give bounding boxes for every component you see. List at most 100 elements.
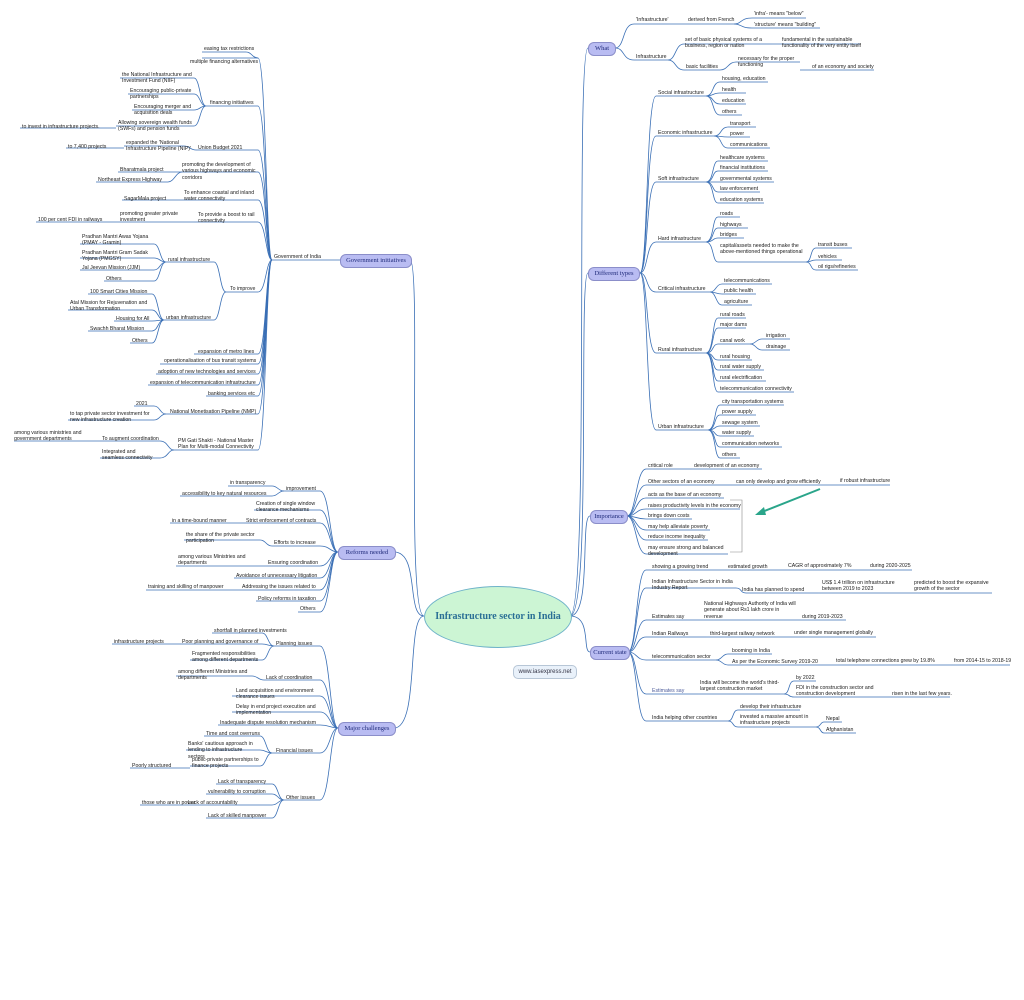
node[interactable]: communications [730, 142, 768, 148]
node[interactable]: basic facilities [686, 64, 719, 70]
hub-reforms-needed[interactable]: Reforms needed [338, 546, 396, 560]
node[interactable]: 2021 [136, 401, 148, 407]
node[interactable]: drainage [766, 344, 787, 350]
node[interactable]: Pradhan Mantri Awas Yojana (PMAY - Grami… [82, 234, 149, 247]
node[interactable]: third-largest railway network [710, 631, 775, 637]
node[interactable]: invested a massive amount in infrastruct… [740, 714, 809, 727]
node[interactable]: sewage system [722, 420, 758, 426]
node[interactable]: during 2020-2025 [870, 563, 911, 569]
node[interactable]: critical role [648, 463, 673, 469]
node[interactable]: the share of the private sector particip… [186, 532, 255, 545]
node[interactable]: may ensure strong and balanced developme… [648, 545, 724, 558]
node[interactable]: promoting greater private investment [120, 211, 178, 224]
node[interactable]: Soft infrastructure [658, 176, 699, 182]
node[interactable]: education [722, 98, 745, 104]
node[interactable]: Housing for All [116, 316, 150, 322]
node[interactable]: predicted to boost the expansive growth … [914, 580, 989, 593]
node[interactable]: development of an economy [694, 463, 760, 469]
node[interactable]: Critical infrastructure [658, 286, 706, 292]
node[interactable]: Poorly structured [132, 763, 172, 769]
node[interactable]: Integrated and seamless connectivity [102, 449, 153, 462]
node[interactable]: among different Ministries and departmen… [178, 669, 248, 682]
node[interactable]: among various Ministries and departments [178, 554, 246, 567]
node[interactable]: in a time-bound manner [172, 518, 227, 524]
node[interactable]: SagarMala project [124, 196, 167, 202]
node[interactable]: 'infra'- means "below" [754, 11, 804, 17]
node[interactable]: Encouraging merger and acquisition deals [134, 104, 192, 117]
node[interactable]: urban infrastructure [166, 315, 211, 321]
node[interactable]: city transportation systems [722, 399, 784, 405]
node[interactable]: capital/assets needed to make the above-… [720, 243, 803, 256]
node[interactable]: those who are in power [142, 800, 196, 806]
node[interactable]: public-private partnerships to finance p… [192, 757, 259, 770]
node[interactable]: 100 per cent FDI in railways [38, 217, 103, 223]
node[interactable]: To enhance coastal and inland water conn… [184, 190, 255, 203]
hub-what[interactable]: What [588, 42, 616, 56]
node[interactable]: others [722, 452, 737, 458]
node[interactable]: Lack of skilled manpower [208, 813, 267, 819]
node[interactable]: infrastructure projects [114, 639, 164, 645]
node[interactable]: rural roads [720, 312, 745, 318]
node[interactable]: US$ 1.4 trillion on infrastructure betwe… [822, 580, 895, 593]
hub-major-challenges[interactable]: Major challenges [338, 722, 396, 736]
node[interactable]: rural infrastructure [168, 257, 211, 263]
node[interactable]: irrigation [766, 333, 786, 339]
node[interactable]: Addressing the issues related to [242, 584, 316, 590]
node[interactable]: India will become the world's third-larg… [700, 680, 780, 693]
node[interactable]: Indian Railways [652, 631, 689, 637]
node[interactable]: 'structure' means "building" [754, 22, 817, 28]
node[interactable]: booming in India [732, 648, 771, 654]
node[interactable]: improvement [286, 486, 316, 492]
node[interactable]: agriculture [724, 299, 749, 305]
node[interactable]: among various ministries and government … [14, 430, 82, 443]
node[interactable]: Ensuring coordination [268, 560, 319, 566]
node[interactable]: Social infrastructure [658, 90, 704, 96]
node[interactable]: Others [106, 276, 122, 282]
node[interactable]: education systems [720, 197, 763, 203]
node[interactable]: Banks' cautious approach in lending to i… [188, 741, 253, 760]
node[interactable]: Afghanistan [826, 727, 854, 733]
node[interactable]: roads [720, 211, 733, 217]
node[interactable]: 'Infrastructure' [636, 17, 669, 23]
node[interactable]: Inadequate dispute resolution mechanism [220, 720, 317, 726]
node[interactable]: banking services etc [208, 391, 255, 397]
node[interactable]: the National Infrastructure and Investme… [122, 72, 192, 85]
node[interactable]: oil rigs/refineries [818, 264, 856, 270]
node[interactable]: derived from French [688, 17, 735, 23]
node[interactable]: Fragmented responsibilities among differ… [192, 651, 259, 664]
node[interactable]: Bharatmala project [120, 167, 164, 173]
node[interactable]: health [722, 87, 737, 93]
node[interactable]: Nepal [826, 716, 840, 722]
node[interactable]: accessibility to key natural resources [182, 491, 267, 497]
node[interactable]: can only develop and grow efficiently [736, 479, 821, 485]
node[interactable]: easing tax restrictions [204, 46, 255, 52]
node[interactable]: healthcare systems [720, 155, 765, 161]
node[interactable]: Jal Jeevan Mission (JJM) [82, 265, 141, 271]
node[interactable]: develop their infrastructure [740, 704, 802, 710]
node[interactable]: Policy reforms in taxation [258, 596, 316, 602]
node[interactable]: raises productivity levels in the econom… [648, 503, 741, 509]
node[interactable]: public health [724, 288, 754, 294]
node[interactable]: Lack of transparency [218, 779, 267, 785]
node[interactable]: Lack of accountability [188, 800, 238, 806]
node[interactable]: canal work [720, 338, 745, 344]
node[interactable]: estimated growth [728, 564, 768, 570]
node[interactable]: India has planned to spend [742, 587, 805, 593]
node[interactable]: expansion of metro lines [198, 349, 255, 355]
node[interactable]: FDI in the construction sector and const… [796, 685, 874, 698]
node[interactable]: to tap private sector investment for new… [70, 411, 150, 424]
node[interactable]: multiple financing alternatives [190, 59, 259, 65]
node[interactable]: rural electrification [720, 375, 763, 381]
node[interactable]: Urban infrastructure [658, 424, 704, 430]
node[interactable]: vulnerability to corruption [208, 789, 266, 795]
node[interactable]: To improve [230, 286, 256, 292]
node[interactable]: power [730, 131, 745, 137]
node[interactable]: may help alleviate poverty [648, 524, 708, 530]
node[interactable]: Atal Mission for Rejuvenation and Urban … [70, 300, 148, 313]
node[interactable]: showing a growing trend [652, 564, 709, 570]
central-topic[interactable]: Infrastructure sector in India [424, 586, 572, 648]
node[interactable]: PM Gati Shakti - National Master Plan fo… [178, 438, 254, 451]
node[interactable]: Government of India [274, 254, 322, 260]
node[interactable]: Encouraging public-private partnerships [130, 88, 192, 101]
node[interactable]: reduce income inequality [648, 534, 706, 540]
